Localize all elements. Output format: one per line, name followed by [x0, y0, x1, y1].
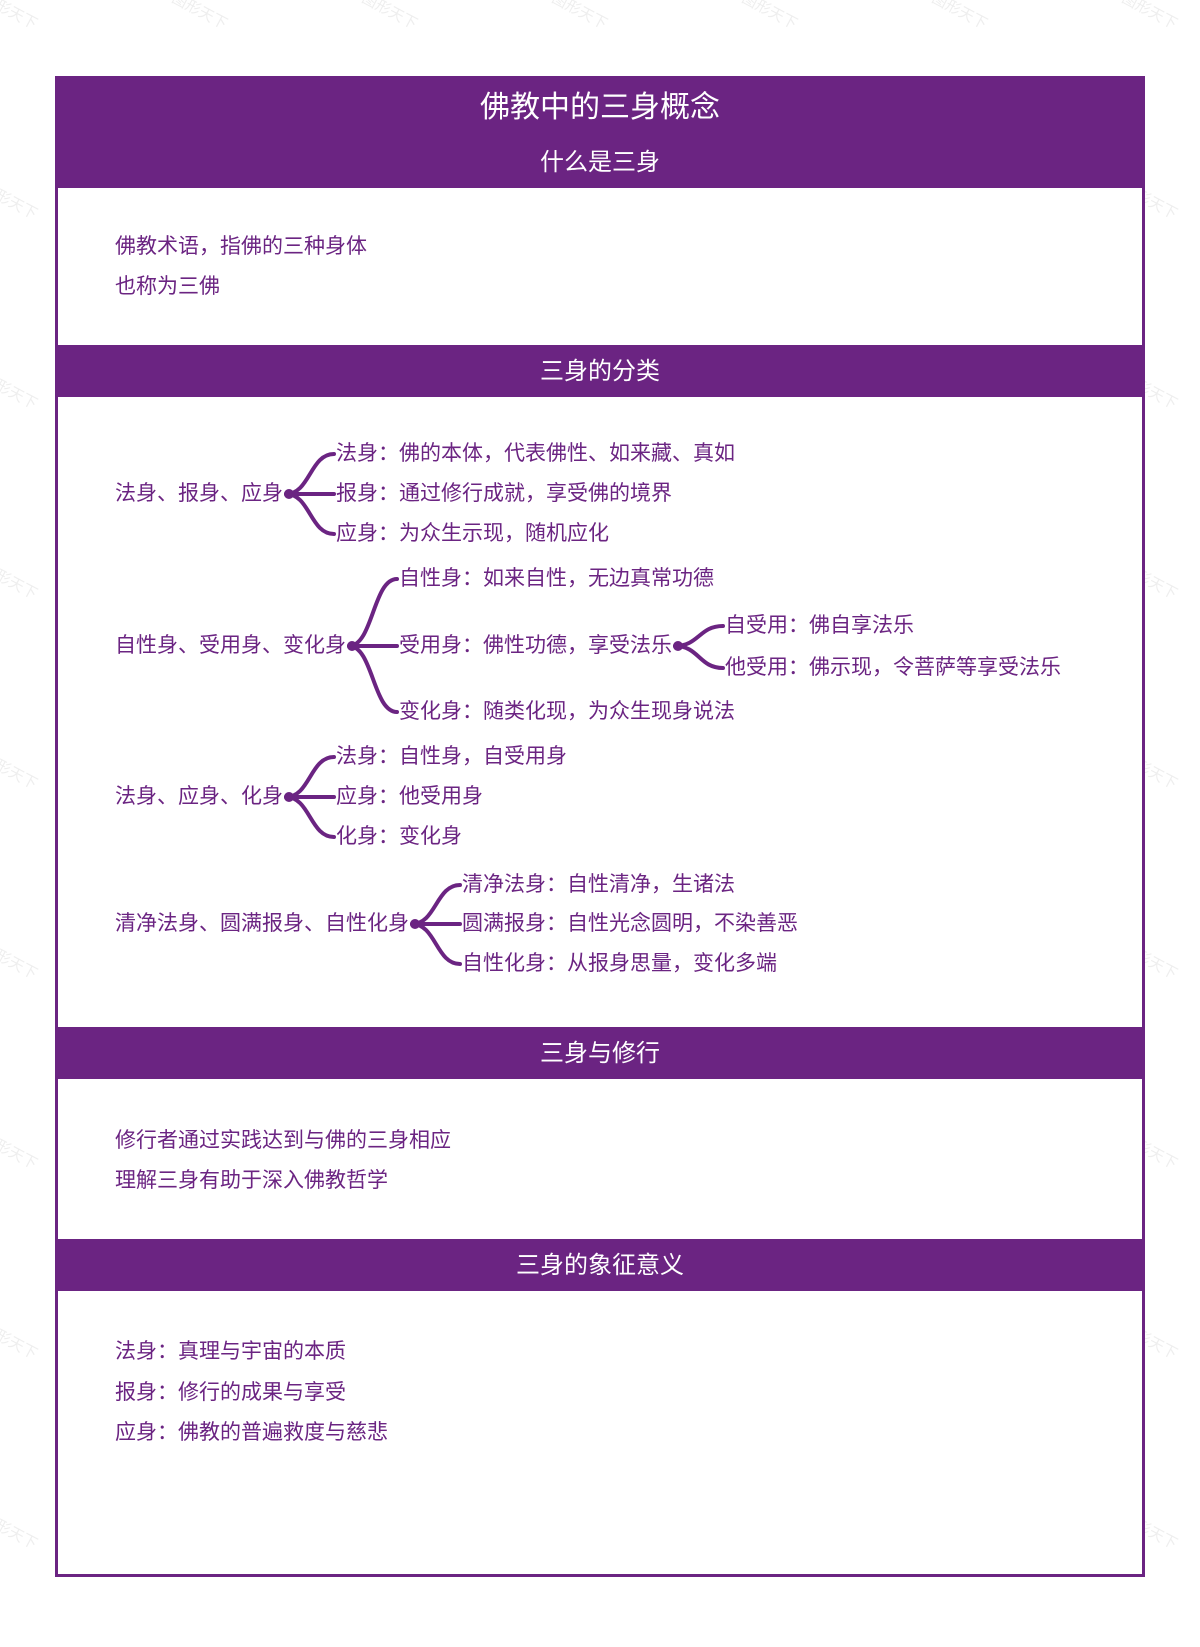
tree-child-node: 应身：他受用身 — [336, 784, 483, 808]
practice-item: 修行者通过实践达到与佛的三身相应 — [115, 1128, 451, 1152]
section-header-symbolism: 三身的象征意义 — [58, 1239, 1142, 1291]
section-title-classification: 三身的分类 — [540, 357, 660, 385]
what-item: 佛教术语，指佛的三种身体 — [115, 234, 367, 258]
tree-branch-line — [673, 624, 725, 648]
tree-child-node: 法身：佛的本体，代表佛性、如来藏、真如 — [336, 441, 735, 465]
tree-child-node: 自性化身：从报身思量，变化多端 — [462, 951, 777, 975]
watermark-text: 图形天下 — [0, 178, 41, 223]
watermark-text: 图形天下 — [0, 1318, 41, 1363]
watermark-text: 图形天下 — [0, 938, 41, 983]
watermark-text: 图形天下 — [929, 0, 991, 33]
tree-child-node: 化身：变化身 — [336, 824, 462, 848]
tree-branch-line — [410, 883, 462, 926]
tree-branch-line — [284, 755, 336, 799]
watermark-text: 图形天下 — [0, 1508, 41, 1553]
classification-tree: 法身、报身、应身 法身：佛的本体，代表佛性、如来藏、真如报身：通过修行成就，享受佛… — [115, 441, 1061, 975]
section-header-classification: 三身的分类 — [58, 345, 1142, 397]
practice-item: 理解三身有助于深入佛教哲学 — [115, 1168, 388, 1192]
tree-root-node: 自性身、受用身、变化身 — [115, 633, 346, 657]
tree-branch-line — [284, 492, 336, 536]
watermark-text: 图形天下 — [1119, 0, 1181, 33]
tree-root-node: 清净法身、圆满报身、自性化身 — [115, 911, 409, 935]
tree-child-node: 受用身：佛性功德，享受法乐 — [399, 633, 672, 657]
tree-child-node: 报身：通过修行成就，享受佛的境界 — [336, 481, 672, 505]
tree-branch-line — [284, 452, 336, 496]
tree-branch-line — [347, 577, 399, 648]
watermark-text: 图形天下 — [0, 558, 41, 603]
watermark-text: 图形天下 — [169, 0, 231, 33]
what-item: 也称为三佛 — [115, 274, 220, 298]
tree-branch-line — [347, 644, 399, 714]
tree-child-node: 自性身：如来自性，无边真常功德 — [399, 566, 714, 590]
tree-child-node: 应身：为众生示现，随机应化 — [336, 521, 609, 545]
section-title-practice: 三身与修行 — [540, 1039, 660, 1067]
section-title-symbolism: 三身的象征意义 — [516, 1251, 684, 1279]
watermark-text: 图形天下 — [0, 1128, 41, 1173]
tree-root-node: 法身、报身、应身 — [115, 481, 283, 505]
watermark-text: 图形天下 — [359, 0, 421, 33]
symbolism-item: 应身：佛教的普遍救度与慈悲 — [115, 1420, 388, 1444]
tree-grandchild-node: 自受用：佛自享法乐 — [725, 613, 914, 637]
mindmap-card: 佛教中的三身概念 什么是三身 佛教术语，指佛的三种身体 也称为三佛 三身的分类 … — [55, 76, 1145, 1577]
tree-child-node: 变化身：随类化现，为众生现身说法 — [399, 699, 735, 723]
main-title-bar: 佛教中的三身概念 — [58, 79, 1142, 136]
watermark-text: 图形天下 — [549, 0, 611, 33]
section-header-practice: 三身与修行 — [58, 1027, 1142, 1079]
tree-branch-line — [673, 644, 725, 670]
section-header-what: 什么是三身 — [58, 136, 1142, 188]
section-title-what: 什么是三身 — [540, 148, 660, 176]
symbolism-item: 报身：修行的成果与享受 — [115, 1380, 346, 1404]
tree-branch-line — [284, 795, 336, 839]
main-title: 佛教中的三身概念 — [480, 90, 720, 125]
tree-root-node: 法身、应身、化身 — [115, 784, 283, 808]
watermark-text: 图形天下 — [0, 0, 41, 33]
symbolism-item: 法身：真理与宇宙的本质 — [115, 1339, 346, 1363]
tree-child-node: 法身：自性身，自受用身 — [336, 744, 567, 768]
tree-child-node: 清净法身：自性清净，生诸法 — [462, 872, 735, 896]
watermark-text: 图形天下 — [739, 0, 801, 33]
watermark-text: 图形天下 — [0, 368, 41, 413]
tree-grandchild-node: 他受用：佛示现，令菩萨等享受法乐 — [725, 655, 1061, 679]
tree-child-node: 圆满报身：自性光念圆明，不染善恶 — [462, 911, 798, 935]
watermark-text: 图形天下 — [0, 748, 41, 793]
tree-branch-line — [410, 922, 462, 966]
